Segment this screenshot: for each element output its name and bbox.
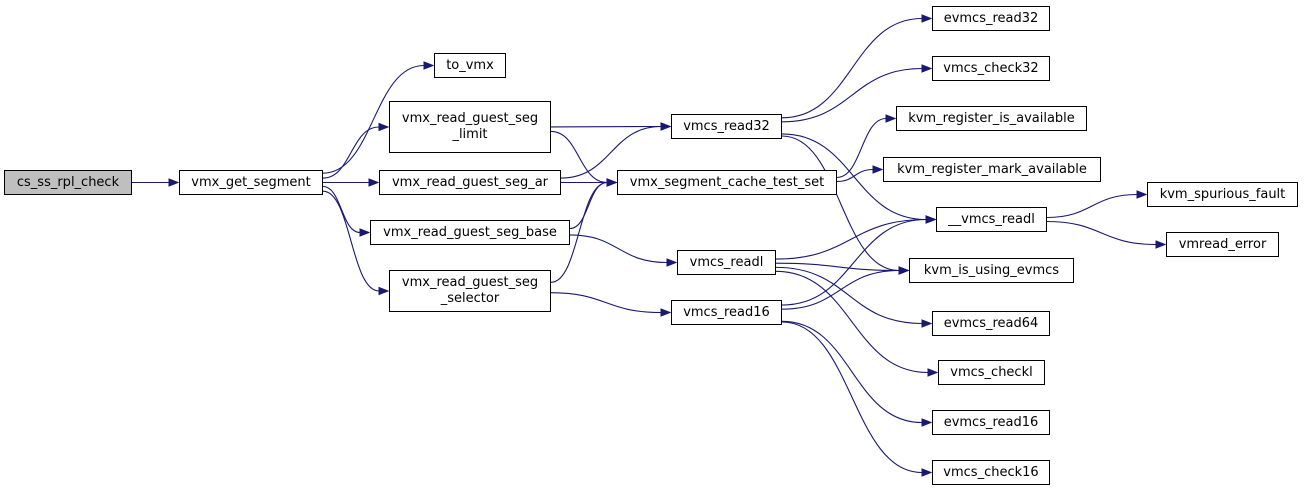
node-vmread-error[interactable]: vmread_error [1166, 232, 1279, 257]
node-evmcs-read16[interactable]: evmcs_read16 [932, 410, 1050, 435]
edge-vmcs_read16-to-kvm_is_using_evmcs [781, 269, 900, 310]
edge-vmx_read_guest_seg_limit-to-vmx_segment_cache_test_set [550, 130, 608, 184]
arrowhead-__vmcs_readl-to-vmread_error [1155, 240, 1167, 249]
node-vmcs-read32[interactable]: vmcs_read32 [671, 114, 782, 139]
node-vmcs-check16[interactable]: vmcs_check16 [932, 460, 1050, 485]
edge-vmcs_read32-to-kvm_is_using_evmcs [781, 135, 900, 272]
edge-vmx_read_guest_seg_selector-to-vmcs_read16 [550, 292, 662, 314]
edge-vmx_get_segment-to-vmx_read_guest_seg_limit [322, 126, 380, 179]
arrowhead-vmx_get_segment-to-to_vmx [423, 61, 435, 70]
edge-vmx_segment_cache_test_set-to-kvm_register_mark_available [836, 168, 874, 183]
edge-vmx_segment_cache_test_set-to-kvm_register_is_available [836, 117, 887, 178]
edge-vmcs_read16-to-vmcs_check16 [781, 321, 923, 474]
edge-__vmcs_readl-to-kvm_spurious_fault [1046, 193, 1138, 219]
arrowhead-vmx_get_segment-to-vmx_read_guest_seg_limit [378, 122, 390, 132]
node-vmcs-readl[interactable]: vmcs_readl [677, 250, 776, 275]
arrowhead-cs_ss_rpl_check-to-vmx_get_segment [168, 178, 180, 187]
edge-vmcs_read32-to-evmcs_read32 [781, 17, 923, 119]
edge-vmx_get_segment-to-to_vmx [322, 64, 425, 174]
edge-vmcs_readl-to-__vmcs_readl [775, 218, 927, 260]
node-to-vmx[interactable]: to_vmx [434, 53, 506, 78]
arrowhead-vmcs_readl-to-evmcs_read64 [921, 319, 933, 328]
node-kvm-is-using-evmcs[interactable]: kvm_is_using_evmcs [909, 258, 1074, 283]
node-vmcs-checkl[interactable]: vmcs_checkl [938, 360, 1045, 385]
edge-vmx_read_guest_seg_ar-to-vmcs_read32 [560, 125, 662, 179]
arrowhead-vmx_segment_cache_test_set-to-kvm_register_is_available [885, 114, 897, 123]
arrowhead-vmcs_read32-to-evmcs_read32 [921, 14, 933, 23]
node-vmx-segment-cache-test-set[interactable]: vmx_segment_cache_test_set [617, 170, 837, 195]
node-kvm-spurious-fault[interactable]: kvm_spurious_fault [1147, 182, 1298, 207]
arrowhead-vmx_get_segment-to-vmx_read_guest_seg_ar [368, 178, 380, 187]
arrowhead-vmcs_read16-to-__vmcs_readl [925, 215, 937, 224]
arrowhead-vmcs_read16-to-evmcs_read16 [921, 418, 933, 427]
arrowhead-vmx_segment_cache_test_set-to-kvm_register_mark_available [872, 165, 884, 174]
node-vmx-read-guest-seg-limit[interactable]: vmx_read_guest_seg _limit [389, 101, 551, 153]
node-kvm-register-is-available[interactable]: kvm_register_is_available [896, 106, 1087, 131]
arrowhead-vmx_read_guest_seg_selector-to-vmx_segment_cache_test_set [606, 178, 618, 187]
node-vmx-get-segment[interactable]: vmx_get_segment [179, 170, 323, 195]
node-cs-ss-rpl-check[interactable]: cs_ss_rpl_check [4, 170, 132, 195]
arrowhead-__vmcs_readl-to-kvm_spurious_fault [1136, 190, 1148, 199]
node-vmcs-read16[interactable]: vmcs_read16 [671, 300, 782, 325]
arrowhead-vmcs_read32-to-vmcs_check32 [921, 64, 933, 73]
node-vmx-read-guest-seg-ar[interactable]: vmx_read_guest_seg_ar [379, 170, 561, 195]
arrowhead-vmx_read_guest_seg_selector-to-vmcs_read16 [660, 308, 672, 317]
edge-vmx_get_segment-to-vmx_read_guest_seg_base [322, 185, 361, 234]
arrowhead-vmx_get_segment-to-vmx_read_guest_seg_selector [378, 286, 390, 296]
edge-vmx_read_guest_seg_selector-to-vmx_segment_cache_test_set [550, 181, 608, 283]
edge-__vmcs_readl-to-vmread_error [1046, 220, 1157, 246]
arrowhead-vmcs_readl-to-vmcs_checkl [927, 368, 939, 377]
arrowhead-vmx_read_guest_seg_base-to-vmcs_readl [666, 258, 678, 267]
node-vmcs-check32[interactable]: vmcs_check32 [932, 56, 1050, 81]
edge-vmcs_read16-to-evmcs_read16 [781, 320, 923, 424]
node-kvm-register-mark-available[interactable]: kvm_register_mark_available [883, 157, 1101, 182]
edge-vmcs_readl-to-evmcs_read64 [775, 266, 923, 325]
node-vmcs-readl-internal[interactable]: __vmcs_readl [936, 207, 1047, 232]
edge-vmcs_readl-to-vmcs_checkl [775, 270, 929, 374]
edge-vmcs_read32-to-vmcs_check32 [781, 67, 923, 123]
edge-vmx_read_guest_seg_base-to-vmcs_readl [569, 234, 668, 264]
node-evmcs-read32[interactable]: evmcs_read32 [932, 6, 1050, 31]
edge-vmcs_readl-to-kvm_is_using_evmcs [775, 262, 900, 272]
arrowhead-vmx_get_segment-to-vmx_read_guest_seg_base [359, 228, 371, 237]
node-evmcs-read64[interactable]: evmcs_read64 [932, 311, 1050, 336]
node-vmx-read-guest-seg-base[interactable]: vmx_read_guest_seg_base [370, 220, 570, 245]
arrowhead-vmx_read_guest_seg_ar-to-vmcs_read32 [660, 122, 672, 131]
arrowhead-vmcs_read16-to-vmcs_check16 [921, 468, 933, 477]
edge-vmx_read_guest_seg_base-to-vmx_segment_cache_test_set [569, 181, 608, 230]
edge-vmx_get_segment-to-vmx_read_guest_seg_selector [322, 190, 380, 292]
node-vmx-read-guest-seg-selector[interactable]: vmx_read_guest_seg _selector [389, 270, 551, 312]
edge-vmcs_read16-to-__vmcs_readl [781, 218, 927, 306]
arrowhead-vmcs_read16-to-kvm_is_using_evmcs [898, 266, 910, 275]
